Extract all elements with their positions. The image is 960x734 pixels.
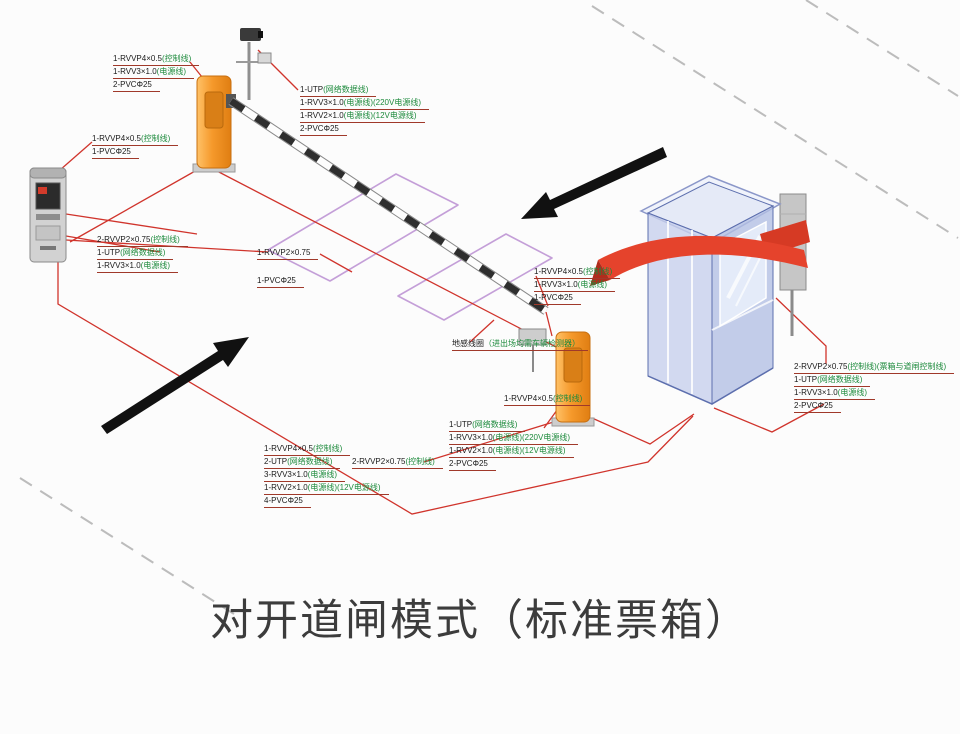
- cable-label: 1-RVVP2×0.75: [257, 247, 319, 260]
- callout-trunk-main: 1-RVVP4×0.5(控制线) 2-UTP(网络数据线) 3-RVV3×1.0…: [264, 443, 389, 508]
- callout-camera-pole: 1-UTP(网络数据线) 1-RVV3×1.0(电源线)(220V电源线) 1-…: [300, 84, 430, 136]
- cable-label: 1-RVV3×1.0(电源线): [794, 387, 875, 400]
- direction-arrow-down-left: [521, 147, 667, 219]
- cable-label: 1-UTP(网络数据线): [449, 419, 526, 432]
- cable-label: 1-RVV3×1.0(电源线): [534, 279, 615, 292]
- cable-label: 1-RVV2×1.0(电源线)(12V电源线): [449, 445, 574, 458]
- cable-label: 1-RVVP4×0.5(控制线): [92, 133, 179, 146]
- ground-loop-label: 地感线圈（进出场均需车辆检测器）: [452, 338, 588, 351]
- red-ribbon-banner: [590, 220, 810, 286]
- camera-pole: [236, 28, 272, 100]
- cable-label: 1-UTP(网络数据线): [794, 374, 871, 387]
- cable-label: 1-UTP(网络数据线): [97, 247, 174, 260]
- cable-label: 3-RVV3×1.0(电源线): [264, 469, 345, 482]
- diagram-title: 对开道闸模式（标准票箱）: [210, 597, 750, 645]
- callout-gate1-top: 1-RVVP4×0.5(控制线) 1-RVV3×1.0(电源线) 2-PVCΦ2…: [113, 53, 200, 92]
- vehicle-detector-box: [518, 328, 547, 372]
- guard-booth: [639, 175, 782, 405]
- cable-label: 1-RVVP4×0.5(控制线): [534, 266, 621, 279]
- cable-label: 1-PVCΦ25: [257, 275, 304, 288]
- cable-label: 1-RVVP4×0.5(控制线): [113, 53, 200, 66]
- ground-loop-2: [397, 233, 553, 321]
- ticket-dispenser: [29, 167, 67, 263]
- barrier-gate-2: [551, 331, 595, 427]
- cable-label: 1-UTP(网络数据线): [300, 84, 377, 97]
- cable-label: 1-RVV3×1.0(电源线): [113, 66, 194, 79]
- cable-label: 2-RVVP2×0.75(控制线): [97, 234, 188, 247]
- callout-reader-feed: 2-RVVP2×0.75(控制线) 1-UTP(网络数据线) 1-RVV3×1.…: [97, 234, 188, 273]
- cable-label: 1-RVVP4×0.5(控制线): [504, 393, 591, 406]
- ground-loop-1: [267, 173, 459, 282]
- callout-gate2-bottom: 1-RVVP4×0.5(控制线): [504, 393, 591, 406]
- cable-label: 1-PVCΦ25: [534, 292, 581, 305]
- cable-label: 4-PVCΦ25: [264, 495, 311, 508]
- cable-label: 1-PVCΦ25: [92, 146, 139, 159]
- cable-label: 1-RVVP4×0.5(控制线): [264, 443, 351, 456]
- callout-gate2-top: 1-RVVP4×0.5(控制线) 1-RVV3×1.0(电源线) 1-PVCΦ2…: [534, 266, 621, 305]
- callout-center-loop: 1-RVVP2×0.75 1-PVCΦ25: [257, 247, 319, 288]
- road-dashed-lines: [19, 0, 959, 615]
- barrier-arm: [228, 97, 549, 315]
- cable-label: 2-PVCΦ25: [300, 123, 347, 136]
- cable-label: 2-RVVP2×0.75(控制线): [352, 456, 443, 469]
- cable-label: 2-PVCΦ25: [449, 458, 496, 471]
- barrier-gate-1: [192, 75, 236, 173]
- callout-trunk-ctrl: 2-RVVP2×0.75(控制线): [352, 456, 443, 469]
- cable-label: 1-RVV2×1.0(电源线)(12V电源线): [300, 110, 425, 123]
- callout-ground-loop: 地感线圈（进出场均需车辆检测器）: [452, 338, 588, 351]
- callout-reader-left: 1-RVVP4×0.5(控制线) 1-PVCΦ25: [92, 133, 179, 159]
- direction-arrow-up-right: [101, 337, 249, 434]
- cable-label: 1-RVV3×1.0(电源线)(220V电源线): [449, 432, 579, 445]
- cable-label: 2-UTP(网络数据线): [264, 456, 341, 469]
- callout-booth-right: 2-RVVP2×0.75(控制线)(票箱与道闸控制线) 1-UTP(网络数据线)…: [794, 361, 955, 413]
- cable-label: 1-RVV2×1.0(电源线)(12V电源线): [264, 482, 389, 495]
- cable-label: 2-PVCΦ25: [794, 400, 841, 413]
- cable-label: 1-RVV3×1.0(电源线): [97, 260, 178, 273]
- callout-camera2: 1-UTP(网络数据线) 1-RVV3×1.0(电源线)(220V电源线) 1-…: [449, 419, 579, 471]
- cable-label: 2-PVCΦ25: [113, 79, 160, 92]
- cable-label: 2-RVVP2×0.75(控制线)(票箱与道闸控制线): [794, 361, 955, 374]
- cable-label: 1-RVV3×1.0(电源线)(220V电源线): [300, 97, 430, 110]
